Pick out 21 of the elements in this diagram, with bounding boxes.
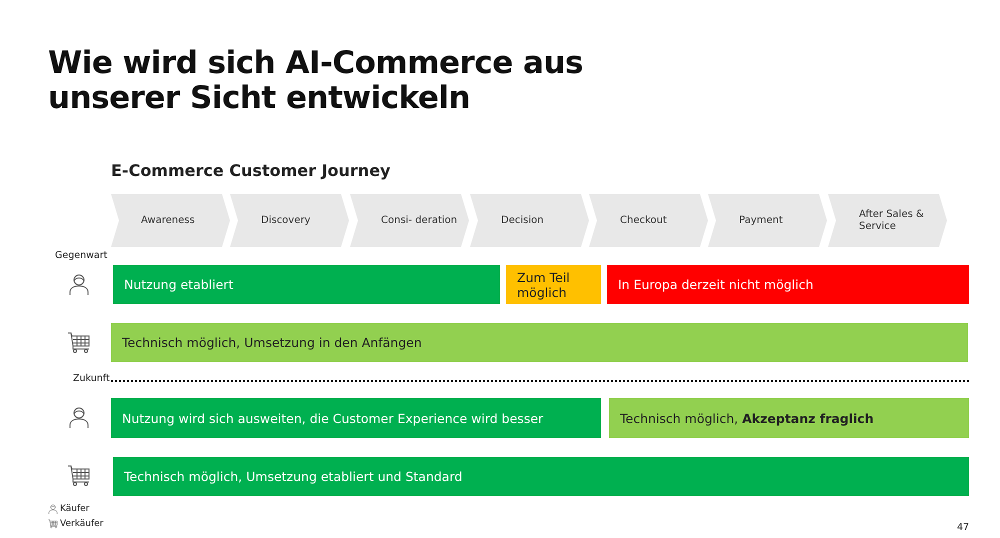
status-bar: Technisch möglich, Umsetzung etabliert und Standard [113, 457, 969, 496]
page-number: 47 [957, 522, 970, 533]
status-bar: Nutzung wird sich ausweiten, die Customer Experience wird besser [111, 398, 601, 438]
legend-text: Käufer [60, 504, 90, 514]
journey-stage: Payment [708, 194, 827, 247]
status-bar: Nutzung etabliert [113, 265, 500, 304]
journey-stage: Checkout [589, 194, 708, 247]
status-bar: Zum Teil möglich [506, 265, 601, 304]
journey-stage: Consi- deration [350, 194, 469, 247]
journey-stage: Discovery [230, 194, 349, 247]
journey-stage: Awareness [111, 194, 230, 247]
legend-text: Verkäufer [60, 519, 104, 529]
status-bar: Technisch möglich, Akzeptanz fraglich [609, 398, 969, 438]
row-label: Zukunft [73, 373, 110, 384]
status-bar: Technisch möglich, Umsetzung in den Anfängen [111, 323, 968, 362]
row-label: Gegenwart [55, 250, 108, 261]
status-bar: In Europa derzeit nicht möglich [607, 265, 969, 304]
journey-stage: Decision [470, 194, 589, 247]
title: Wie wird sich AI-Commerce aus unserer Sicht entwickeln [48, 46, 584, 116]
journey-stage: After Sales & Service [828, 194, 947, 247]
subtitle: E-Commerce Customer Journey [111, 161, 390, 180]
